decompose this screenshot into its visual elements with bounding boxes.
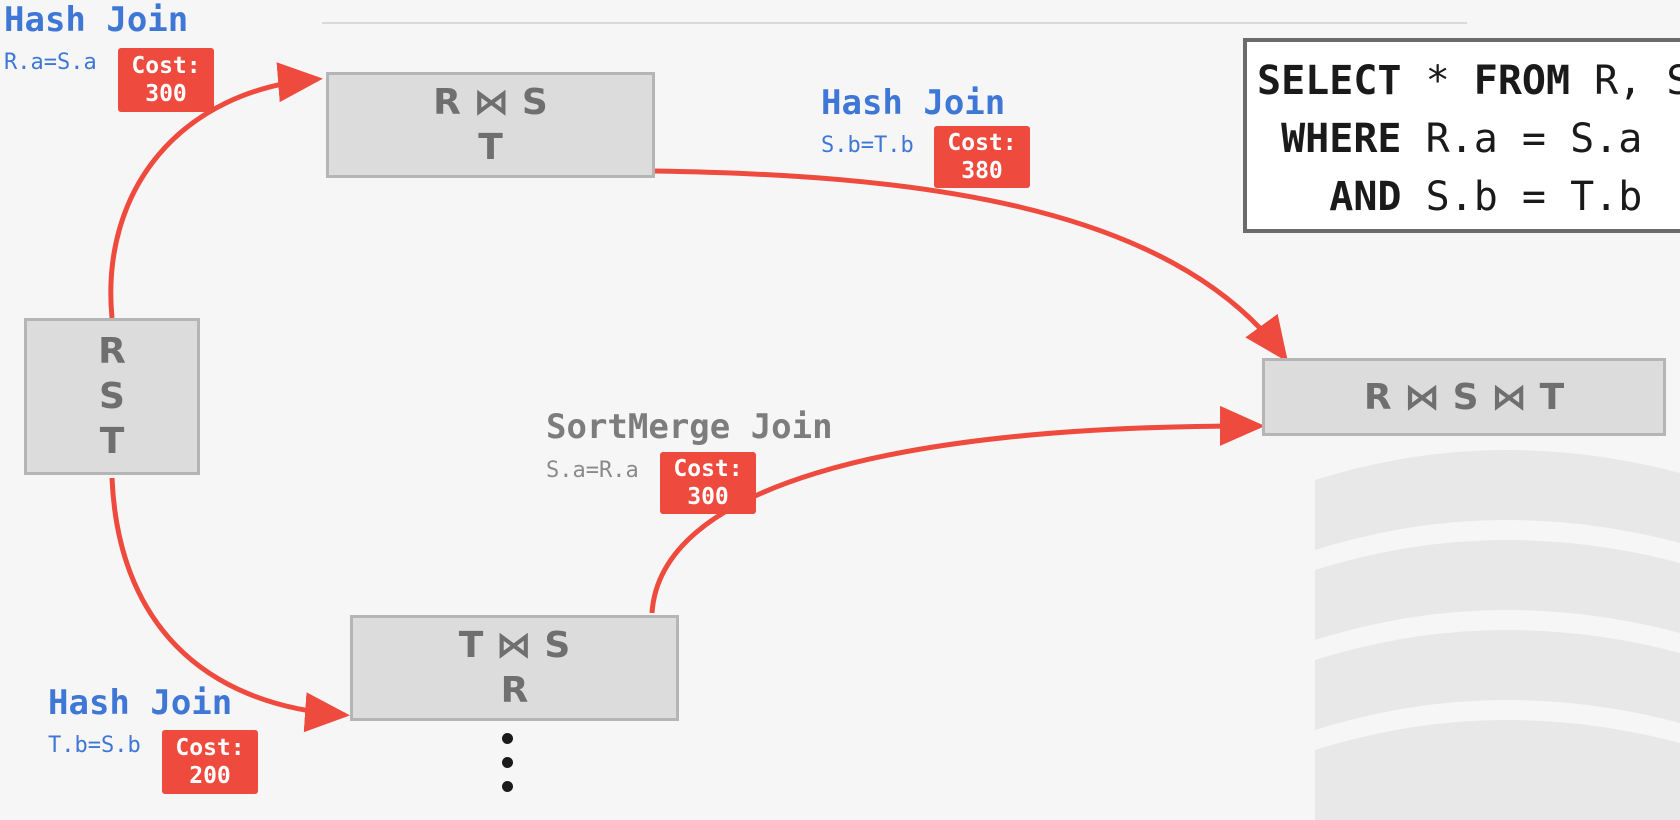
cost-label: Cost: (175, 735, 245, 761)
sql-query-box: SELECT * FROM R, S, T WHERE R.a = S.a AN… (1243, 38, 1680, 233)
cost-value: 300 (687, 484, 729, 510)
sql-text: * (1401, 58, 1474, 104)
edge-rst-to-final (654, 168, 1288, 363)
cost-badge-hash-ts: Cost: 200 (162, 730, 258, 794)
cost-badge-hash-st: Cost: 380 (934, 126, 1030, 188)
edge-predicate-hash-st: S.b=T.b (821, 133, 914, 158)
edge-predicate-hash-rs: R.a=S.a (4, 50, 97, 75)
top-divider (322, 22, 1467, 24)
node-r-s-t: R S T (24, 318, 200, 475)
edge-label-hash-st: Hash Join (821, 83, 1006, 123)
edge-tsr-to-final (649, 405, 1265, 614)
node-label: T ⋈ S (458, 625, 571, 666)
node-label: R (98, 331, 126, 372)
sql-keyword-where: WHERE (1281, 116, 1402, 162)
edge-predicate-hash-ts: T.b=S.b (48, 733, 141, 758)
sql-keyword-select: SELECT (1257, 58, 1402, 104)
database-watermark-icon (1315, 450, 1680, 820)
node-label: R ⋈ S ⋈ T (1363, 376, 1565, 418)
node-label: T (99, 421, 125, 462)
node-ts-join-r: T ⋈ S R (350, 615, 679, 721)
node-label: R (500, 670, 529, 711)
cost-badge-hash-rs: Cost: 300 (118, 48, 214, 112)
node-label: R ⋈ S (433, 82, 548, 123)
cost-label: Cost: (947, 130, 1017, 156)
node-label: T (478, 127, 503, 168)
edge-label-hash-rs: Hash Join (4, 0, 189, 40)
edge-label-hash-ts: Hash Join (48, 683, 233, 723)
node-label: S (99, 376, 125, 417)
node-final-join: R ⋈ S ⋈ T (1262, 358, 1666, 436)
sql-keyword-and: AND (1329, 174, 1402, 220)
cost-label: Cost: (131, 53, 201, 79)
edge-predicate-sortmerge-sr: S.a=R.a (546, 458, 639, 483)
edge-start-to-tsr (109, 477, 350, 733)
edge-start-to-rst (108, 62, 323, 319)
sql-text: S.b = T.b (1401, 174, 1643, 220)
sql-text: R.a = S.a (1401, 116, 1643, 162)
more-ellipsis-icon (502, 733, 513, 805)
cost-badge-sortmerge-sr: Cost: 300 (660, 452, 756, 514)
cost-value: 200 (189, 763, 231, 789)
cost-value: 380 (961, 158, 1003, 184)
sql-text: R, S, T (1594, 58, 1680, 104)
cost-label: Cost: (673, 456, 743, 482)
edge-label-sortmerge-sr: SortMerge Join (546, 407, 833, 447)
node-rs-join-t: R ⋈ S T (326, 72, 655, 178)
cost-value: 300 (145, 81, 187, 107)
sql-keyword-from: FROM (1473, 58, 1571, 104)
